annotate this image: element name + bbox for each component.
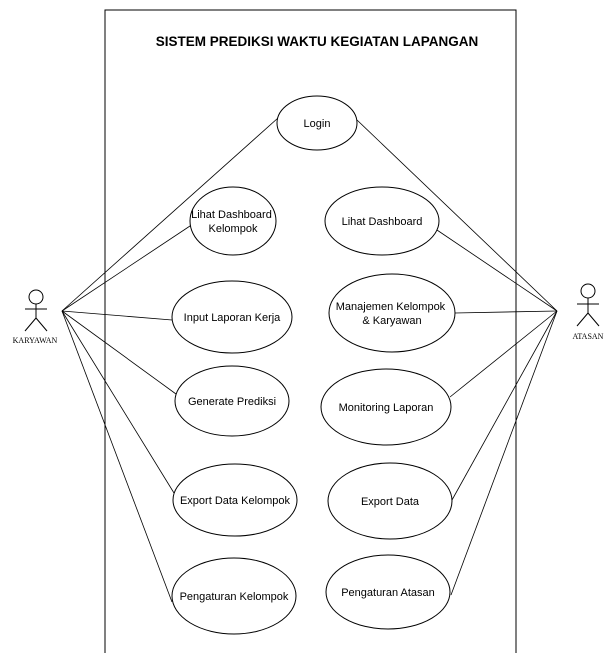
actor-karyawan-label: KARYAWAN <box>13 336 58 345</box>
usecase-export-data-label: Export Data <box>361 496 420 508</box>
usecase-pengaturan-kelompok-line-1: Pengaturan Kelompok <box>180 591 289 603</box>
actor-atasan-label: ATASAN <box>573 332 604 341</box>
assoc-atasan-pengaturan-atasan <box>450 310 558 596</box>
assoc-karyawan-lihat-dashboard-kelompok <box>61 223 194 312</box>
actor-atasan-head <box>580 283 596 299</box>
usecase-export-data-kelompok-line-1: Export Data Kelompok <box>180 495 291 507</box>
system-boundary <box>104 9 517 653</box>
assoc-karyawan-generate-prediksi <box>61 310 177 395</box>
associations <box>61 117 558 603</box>
assoc-atasan-manajemen <box>454 310 558 314</box>
usecase-pengaturan-atasan-label: Pengaturan Atasan <box>341 587 435 599</box>
usecase-manajemen-kelompok-karyawan-label: Manajemen Kelompok & Karyawan <box>336 301 449 327</box>
actor-karyawan-head <box>28 289 44 305</box>
usecase-export-data-line-1: Export Data <box>361 496 420 508</box>
usecase-input-laporan-kerja-label: Input Laporan Kerja <box>184 312 282 324</box>
usecase-monitoring-laporan-shape <box>320 368 452 446</box>
usecase-export-data: Export Data <box>327 462 453 540</box>
assoc-karyawan-pengaturan-kelompok <box>61 310 173 603</box>
actor-atasan-leg-left <box>576 312 589 327</box>
usecase-lihat-dashboard-kelompok-line-1: Lihat Dashboard <box>191 209 272 221</box>
actor-karyawan <box>24 289 48 332</box>
usecase-login-line-1: Login <box>304 118 331 130</box>
actor-karyawan-leg-left <box>24 317 37 332</box>
usecase-generate-prediksi: Generate Prediksi <box>174 365 290 437</box>
usecase-manajemen-kelompok-karyawan-line-2: & Karyawan <box>362 315 421 327</box>
assoc-atasan-monitoring-laporan <box>449 310 558 398</box>
usecase-generate-prediksi-shape <box>174 365 290 437</box>
actor-karyawan-leg-right <box>35 317 48 332</box>
assoc-karyawan-input-laporan-kerja <box>61 310 173 321</box>
system-title: SISTEM PREDIKSI WAKTU KEGIATAN LAPANGAN <box>156 34 479 49</box>
usecase-export-data-kelompok: Export Data Kelompok <box>172 463 298 537</box>
usecase-export-data-kelompok-label: Export Data Kelompok <box>180 495 291 507</box>
usecase-lihat-dashboard: Lihat Dashboard <box>324 186 440 256</box>
usecase-input-laporan-kerja-line-1: Input Laporan Kerja <box>184 312 282 324</box>
usecase-lihat-dashboard-kelompok: Lihat Dashboard Kelompok <box>189 186 277 256</box>
usecase-pengaturan-atasan: Pengaturan Atasan <box>325 554 451 630</box>
actor-atasan <box>576 283 600 327</box>
usecase-lihat-dashboard-line-1: Lihat Dashboard <box>342 216 423 228</box>
usecase-pengaturan-atasan-line-1: Pengaturan Atasan <box>341 587 435 599</box>
usecase-login: Login <box>276 95 358 151</box>
usecase-pengaturan-kelompok-shape <box>171 557 297 635</box>
usecase-login-shape <box>276 95 358 151</box>
usecase-pengaturan-atasan-shape <box>325 554 451 630</box>
usecase-lihat-dashboard-kelompok-line-2: Kelompok <box>209 223 258 235</box>
assoc-karyawan-export-data-kelompok <box>61 310 175 494</box>
assoc-atasan-lihat-dashboard <box>433 227 558 312</box>
assoc-atasan-login <box>356 119 558 312</box>
usecase-lihat-dashboard-kelompok-shape <box>189 186 277 256</box>
usecase-input-laporan-kerja: Input Laporan Kerja <box>171 280 293 354</box>
usecase-generate-prediksi-line-1: Generate Prediksi <box>188 396 276 408</box>
actor-atasan-leg-right <box>587 312 600 327</box>
usecase-lihat-dashboard-label: Lihat Dashboard <box>342 216 423 228</box>
usecase-pengaturan-kelompok: Pengaturan Kelompok <box>171 557 297 635</box>
usecase-monitoring-laporan-line-1: Monitoring Laporan <box>339 402 434 414</box>
usecase-export-data-kelompok-shape <box>172 463 298 537</box>
usecase-lihat-dashboard-kelompok-label: Lihat Dashboard Kelompok <box>191 209 275 235</box>
usecase-pengaturan-kelompok-label: Pengaturan Kelompok <box>180 591 289 603</box>
usecase-monitoring-laporan-label: Monitoring Laporan <box>339 402 434 414</box>
usecase-lihat-dashboard-shape <box>324 186 440 256</box>
usecase-monitoring-laporan: Monitoring Laporan <box>320 368 452 446</box>
usecase-generate-prediksi-label: Generate Prediksi <box>188 396 276 408</box>
usecase-export-data-shape <box>327 462 453 540</box>
usecase-input-laporan-kerja-shape <box>171 280 293 354</box>
usecase-manajemen-kelompok-karyawan-line-1: Manajemen Kelompok <box>336 301 446 313</box>
usecase-manajemen-kelompok-karyawan-shape <box>328 273 456 353</box>
assoc-karyawan-login <box>61 117 279 312</box>
assoc-atasan-export-data <box>451 310 558 501</box>
usecase-manajemen-kelompok-karyawan: Manajemen Kelompok & Karyawan <box>328 273 456 353</box>
usecase-login-label: Login <box>304 118 331 130</box>
